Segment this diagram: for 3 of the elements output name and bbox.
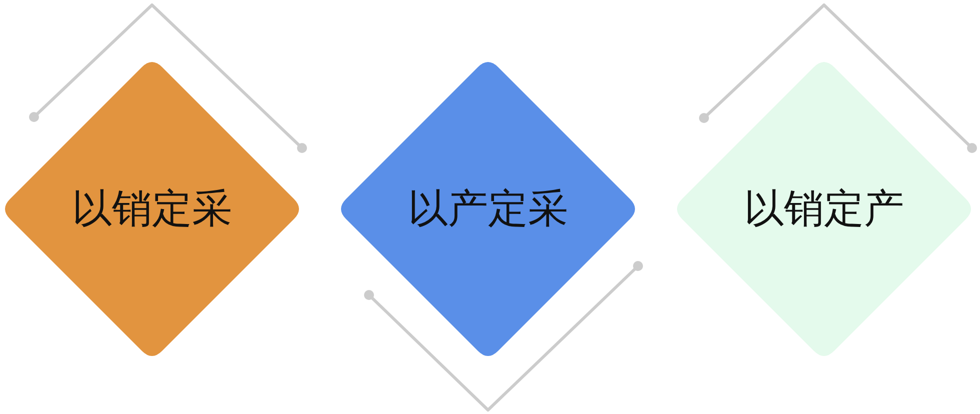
- diamond-label: 以销定产: [743, 185, 905, 233]
- diamond-label: 以销定采: [71, 185, 233, 233]
- diamond-label: 以产定采: [407, 185, 569, 233]
